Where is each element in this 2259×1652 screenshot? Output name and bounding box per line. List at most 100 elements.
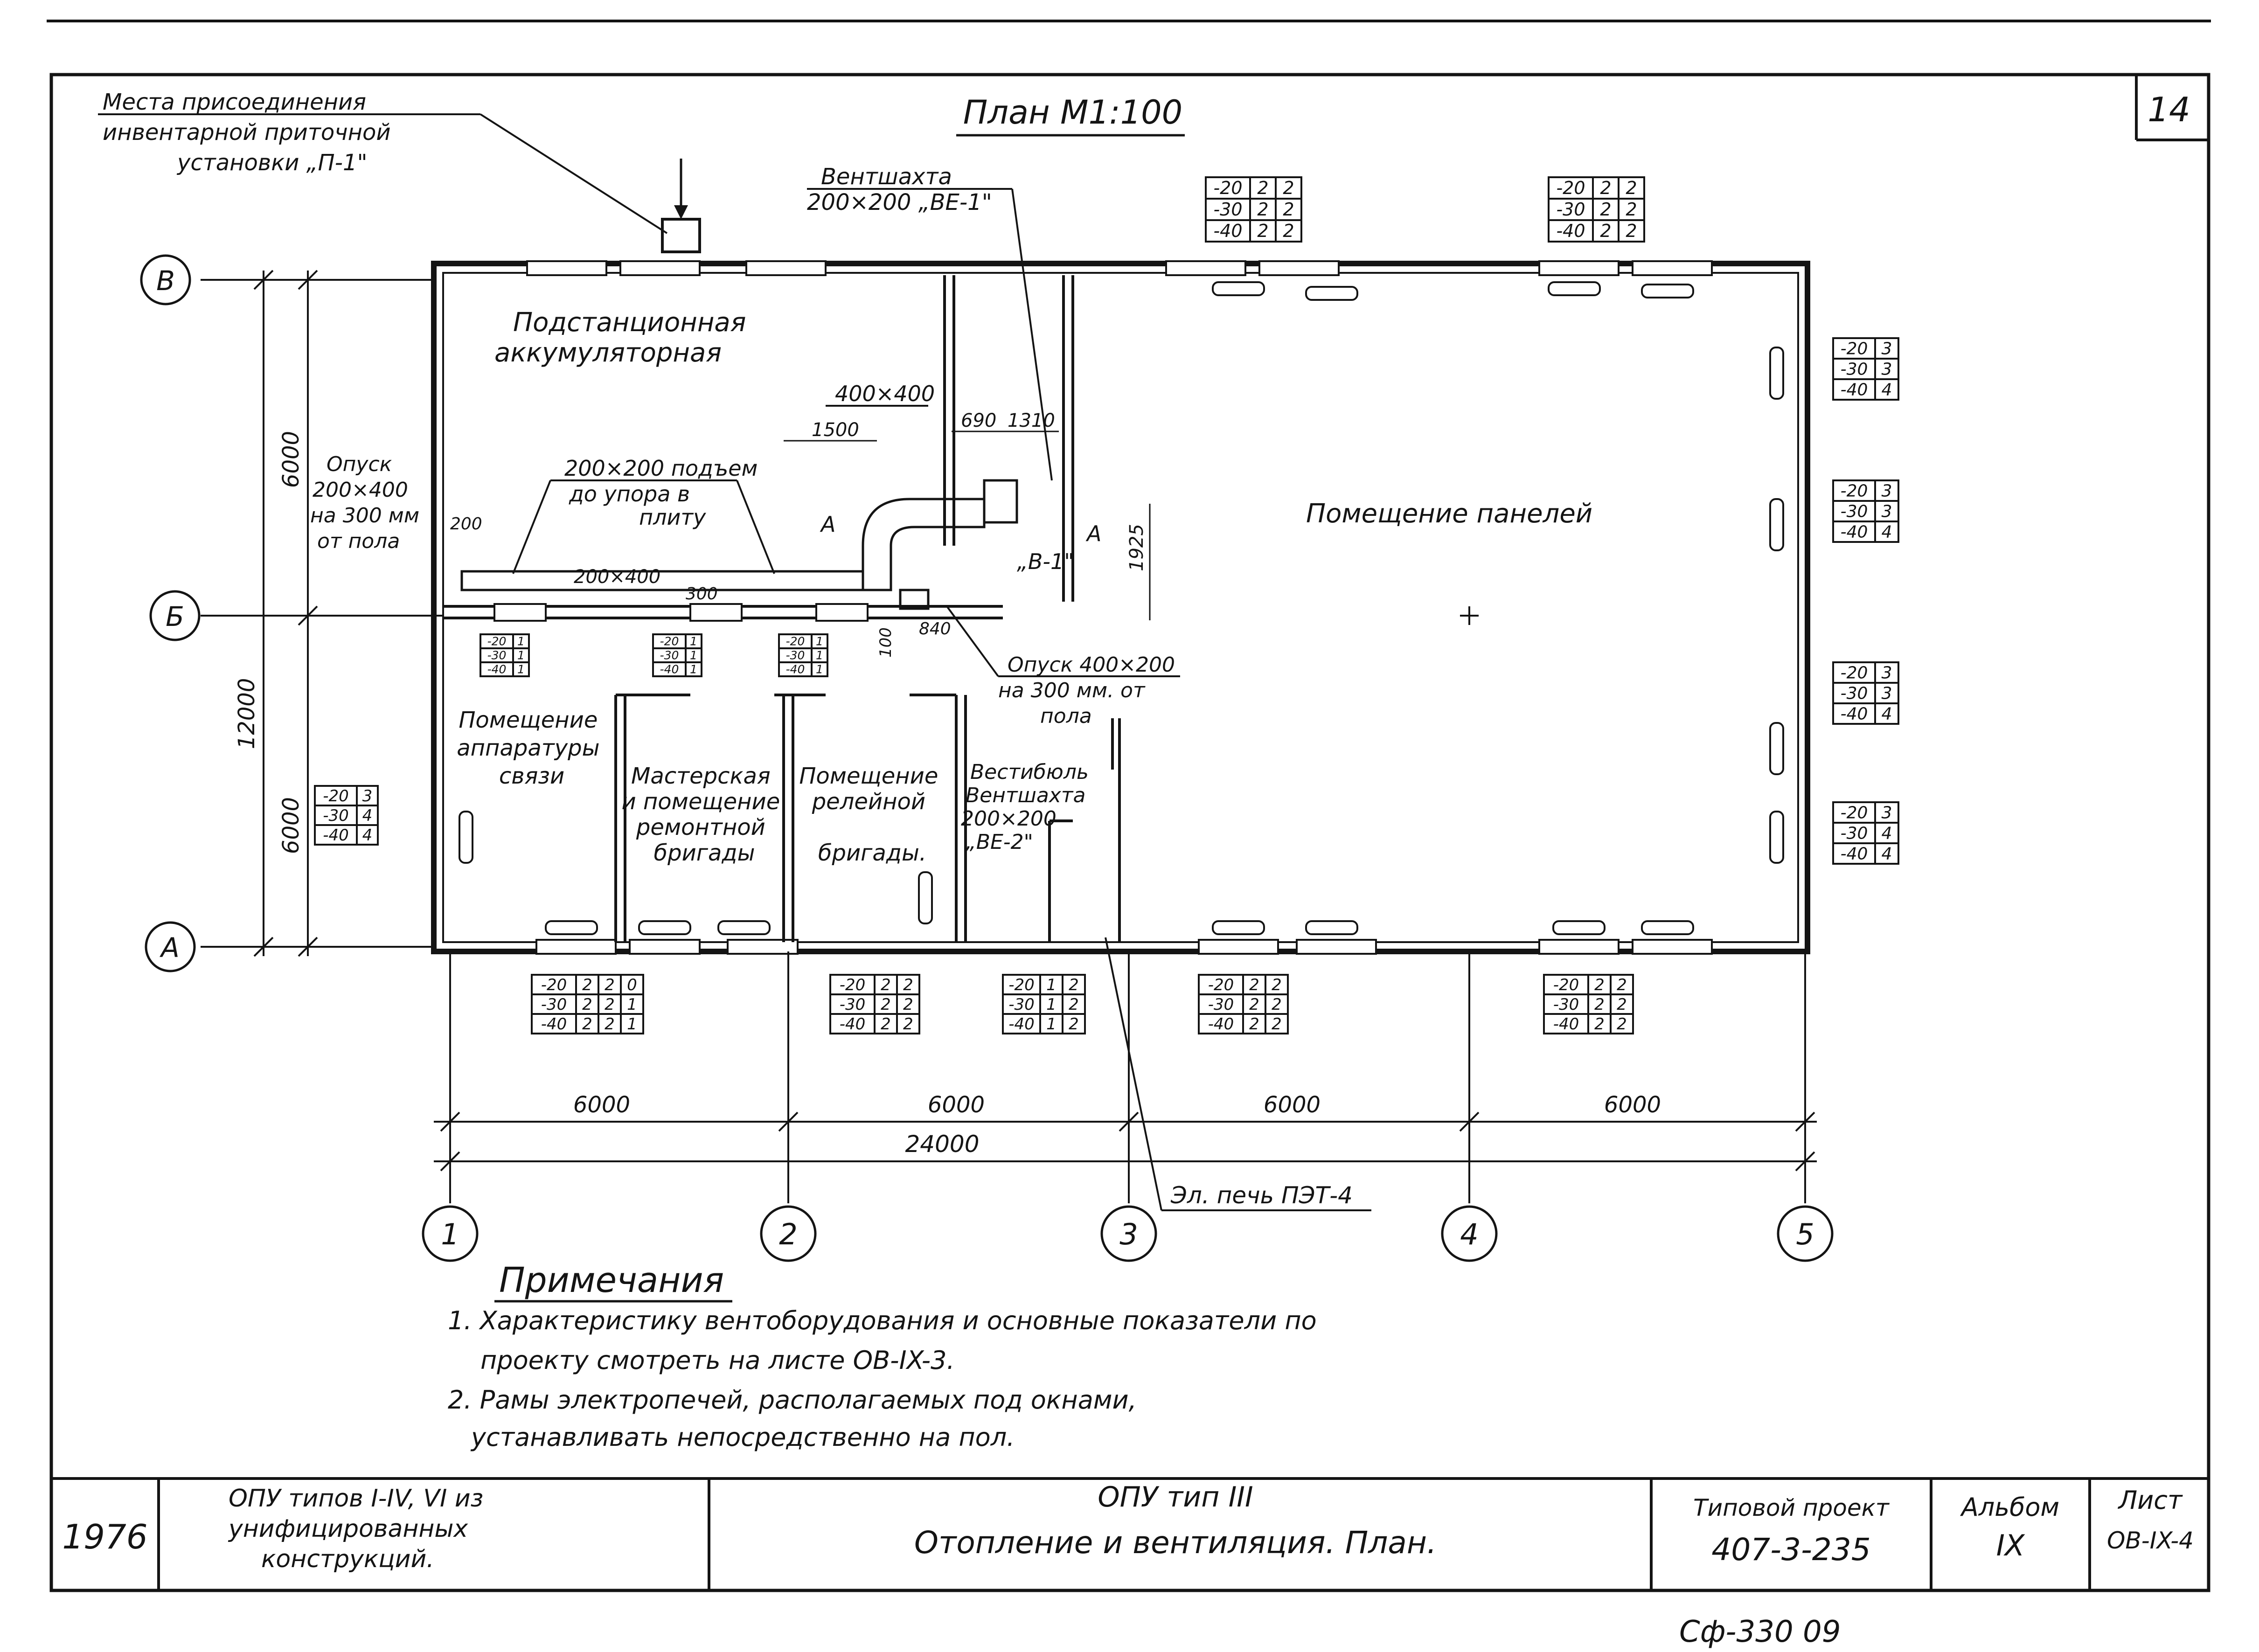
heater-table-temp: -20 [1841,481,1868,500]
heater-table-count: 2 [903,976,913,994]
title-sheet-title: Отопление и вентиляция. План. [914,1525,1437,1561]
room-relay: Помещение релейной бригады. [799,763,945,866]
dim-6000-bottom: 6000 [278,797,304,854]
attachment-note: Места присоединения инвентарной приточно… [103,89,398,176]
heater-table-count: 1 [816,648,823,662]
axis-bubble-col-5: 5 [1777,1205,1834,1262]
title-project-label: Типовой проект [1693,1494,1890,1521]
dim-12000: 12000 [234,678,260,750]
heater-table-count: 2 [1283,221,1294,241]
heater-table-temp: -40 [487,662,507,676]
heater-table-temp: -20 [541,976,567,994]
heater-table-count: 2 [1617,1015,1627,1034]
heater-table-count: 2 [1069,1015,1079,1034]
radiators [459,281,1784,935]
heater-table-count: 3 [362,787,373,805]
dim-1925: 1925 [1126,524,1147,571]
heater-table-count: 2 [582,976,592,994]
heater-table-count: 2 [1272,976,1282,994]
descent-right-leader [946,605,999,677]
heater-table-count: 2 [1617,995,1627,1014]
heater-table-temp: -40 [1841,380,1868,399]
shaft-ve1-label: Вентшахта 200×200 „ВЕ-1" [807,164,992,215]
heater-table-count: 4 [1882,704,1892,723]
axis-bubble-row-v: В [140,254,191,305]
heater-table-cell [512,661,530,677]
room-panels: Помещение панелей [1306,499,1592,529]
title-sheet-code: ОВ-IX-4 [2107,1527,2194,1554]
heater-table-temp: -40 [1553,1015,1579,1034]
heater-table-count: 2 [1594,976,1605,994]
heater-table-count: 3 [1882,339,1892,358]
heater-table-count: 3 [1882,360,1892,379]
heater-table-count: 4 [1882,824,1892,843]
heater-table-temp: -30 [1208,995,1234,1014]
heater-table-count: 2 [1257,178,1268,198]
heater-table-temp: -20 [840,976,866,994]
heater-table-count: 4 [1882,380,1892,399]
heater-table-temp: -30 [1841,824,1868,843]
heater-table-count: 3 [1882,684,1892,703]
heater-table-temp: -30 [1553,995,1579,1014]
notes-body: 1. Характеристику вентоборудования и осн… [448,1306,1325,1452]
heater-table-count: 1 [690,648,697,662]
section-mark-right: А [1085,521,1101,546]
notes-heading: Примечания [499,1260,724,1300]
heater-table-count: 2 [1617,976,1627,994]
heater-table-count: 4 [362,826,373,845]
heater-table-count: 1 [1046,1015,1057,1034]
title-album-no: IX [1996,1528,2025,1562]
dim-690: 690 [961,410,996,431]
heater-table-count: 2 [1283,178,1294,198]
room-vestibule: Вестибюль Вентшахта 200×200 „ВЕ-2" [961,760,1095,854]
dim-bay-1: 6000 [573,1092,630,1118]
heater-table-temp: -20 [660,634,679,648]
heater-table-count: 2 [903,995,913,1014]
heater-table-count: 1 [816,662,823,676]
heater-table-temp: -20 [1008,976,1035,994]
heater-table-count: 4 [362,806,373,825]
heater-table-count: 2 [1600,221,1611,241]
windows-top [526,260,1713,276]
heater-table-count: 2 [1257,221,1268,241]
heater-table-count: 3 [1882,663,1892,682]
sheet-number: 14 [2148,90,2190,129]
riser-leader-1 [512,480,551,574]
heater-table-temp: -40 [1208,1015,1234,1034]
axis-bubble-col-4: 4 [1441,1205,1498,1262]
heater-table-cell [356,824,379,846]
heater-table-cell [685,661,702,677]
archive-code: Сф-330 09 [1679,1615,1841,1649]
heater-table: -20 3 -30 4 -40 4 [314,785,379,846]
heater-table-temp: -30 [1841,684,1868,703]
heater-table-count: 2 [881,1015,891,1034]
heater-table-count: 2 [1249,1015,1259,1034]
heater-table-temp: -20 [323,787,349,805]
heater-table-count: 1 [517,648,525,662]
heater-table-temp: -40 [1841,844,1868,863]
heater-table-cell [620,1013,644,1034]
svg-text:3: 3 [1119,1217,1138,1251]
windows-bottom [535,939,1713,955]
heater-table-count: 3 [1882,803,1892,822]
label-duct-400: 400×400 [835,381,935,406]
axis-grid [201,279,1806,1203]
dim-bay-4: 6000 [1604,1092,1661,1118]
heater-table-temp: -40 [323,826,349,845]
heater-table-temp: -30 [323,806,349,825]
heater-table-cell [811,661,828,677]
axis-bubble-row-b: Б [149,590,201,641]
dim-total: 24000 [905,1131,979,1158]
